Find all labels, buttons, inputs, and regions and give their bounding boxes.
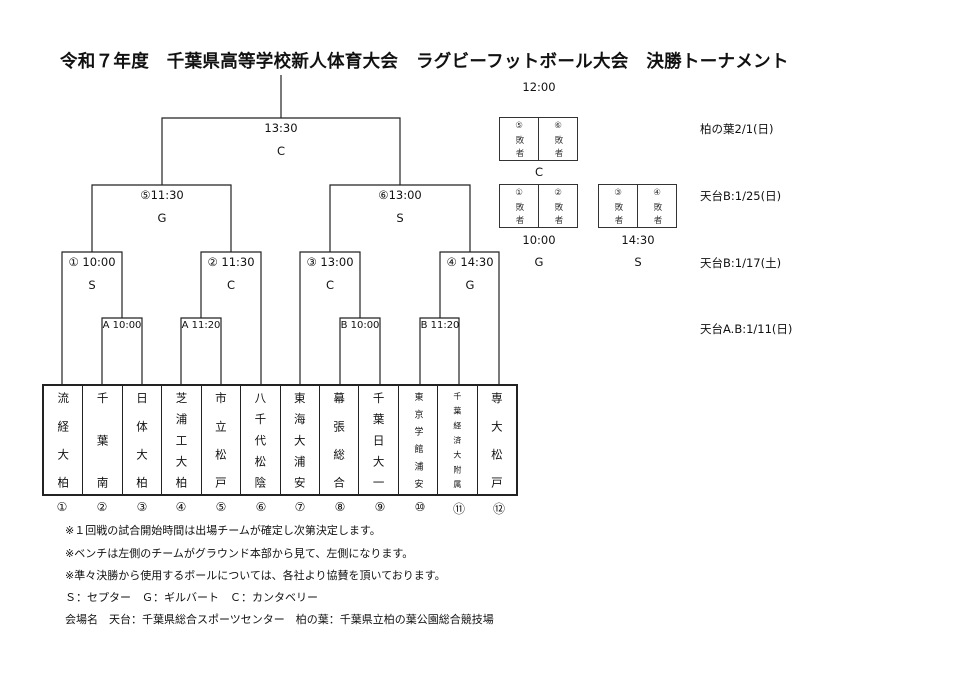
team-cell: 東京学館浦安 xyxy=(399,386,439,494)
qf-line-2 xyxy=(200,251,262,385)
date-label: 柏の葉2/1(日) xyxy=(700,122,774,136)
team-number: ⑧ xyxy=(334,500,346,514)
losers-match-56: ⑤敗者 ⑥敗者 xyxy=(499,117,578,161)
losers-56-ball: C xyxy=(534,165,544,179)
date-label: 天台B:1/25(日) xyxy=(700,189,782,203)
date-label: 天台A.B:1/11(日) xyxy=(700,322,793,336)
team-cell: 千葉南 xyxy=(83,386,123,494)
team-number: ② xyxy=(96,500,108,514)
losers-cell: ①敗者 xyxy=(500,185,539,227)
venue-legend: 会場名 天台：千葉県総合スポーツセンター 柏の葉：千葉県立柏の葉公園総合競技場 xyxy=(65,613,494,626)
team-name: 千葉南 xyxy=(95,392,110,488)
final-line xyxy=(161,75,401,185)
team-name: 東京学館浦安 xyxy=(412,392,423,488)
r1-line-b2 xyxy=(419,317,460,385)
note: ※１回戦の試合開始時間は出場チームが確定し次第決定します。 xyxy=(65,524,381,537)
team-name: 幕張総合 xyxy=(332,392,347,488)
semi-line-5 xyxy=(91,184,232,252)
team-number: ④ xyxy=(175,500,187,514)
semi-5-ball: G xyxy=(157,211,167,225)
qf-2-label: ② 11:30 xyxy=(207,255,255,269)
team-number: ⑩ xyxy=(414,500,426,514)
losers-cell: ③敗者 xyxy=(599,185,638,227)
note: ※ベンチは左側のチームがグラウンド本部から見て、左側になります。 xyxy=(65,547,414,560)
qf-4-label: ④ 14:30 xyxy=(446,255,494,269)
team-name: 専大松戸 xyxy=(489,392,504,488)
team-name: 千葉経済大附属 xyxy=(452,392,462,488)
qf-1-label: ① 10:00 xyxy=(68,255,116,269)
team-name: 八千代松陰 xyxy=(253,392,268,488)
losers-cell: ⑤敗者 xyxy=(500,118,539,160)
losers-cell: ④敗者 xyxy=(638,185,676,227)
page-title: 令和７年度 千葉県高等学校新人体育大会 ラグビーフットボール大会 決勝トーナメン… xyxy=(60,52,789,72)
losers-12-time: 10:00 xyxy=(522,233,556,247)
team-name: 芝浦工大柏 xyxy=(174,392,189,488)
date-label: 天台B:1/17(土) xyxy=(700,256,782,270)
team-cell: 専大松戸 xyxy=(478,386,516,494)
losers-cell-text: ②敗者 xyxy=(553,188,563,224)
losers-cell-text: ⑥敗者 xyxy=(553,121,563,157)
team-number: ③ xyxy=(136,500,148,514)
losers-cell-text: ④敗者 xyxy=(652,188,662,224)
losers-match-34: ③敗者 ④敗者 xyxy=(598,184,677,228)
r1-line-a2 xyxy=(180,317,222,385)
ball-legend: Ｓ：セプター Ｇ：ギルバート Ｃ：カンタベリー xyxy=(65,591,318,604)
team-name: 千葉日大一 xyxy=(371,392,386,488)
team-number: ⑥ xyxy=(255,500,267,514)
team-cell: 千葉日大一 xyxy=(359,386,399,494)
team-number: ① xyxy=(56,500,68,514)
qf-line-3 xyxy=(299,251,361,385)
team-number: ⑨ xyxy=(374,500,386,514)
team-name: 日体大柏 xyxy=(135,392,150,488)
qf-1-ball: S xyxy=(88,278,96,292)
team-name: 市立松戸 xyxy=(213,392,228,488)
semi-line-6 xyxy=(329,184,471,252)
qf-line-1 xyxy=(61,251,123,385)
team-cell: 芝浦工大柏 xyxy=(162,386,202,494)
team-name: 東海大浦安 xyxy=(292,392,307,488)
qf-4-ball: G xyxy=(465,278,475,292)
team-cell: 日体大柏 xyxy=(123,386,163,494)
team-cell: 八千代松陰 xyxy=(241,386,281,494)
losers-cell: ②敗者 xyxy=(539,185,577,227)
semi-6-ball: S xyxy=(396,211,404,225)
semi-5-label: ⑤11:30 xyxy=(140,188,184,202)
final-ball: C xyxy=(276,144,286,158)
losers-34-time: 14:30 xyxy=(621,233,655,247)
losers-match-12: ①敗者 ②敗者 xyxy=(499,184,578,228)
r1-a1-label: A 10:00 xyxy=(102,320,142,331)
r1-a2-label: A 11:20 xyxy=(181,320,221,331)
team-table: 流経大柏 千葉南 日体大柏 芝浦工大柏 市立松戸 八千代松陰 東海大浦安 幕張総… xyxy=(42,384,518,496)
semi-6-label: ⑥13:00 xyxy=(378,188,422,202)
losers-cell-text: ①敗者 xyxy=(514,188,524,224)
r1-b1-label: B 10:00 xyxy=(340,320,380,331)
team-number: ⑫ xyxy=(492,502,506,516)
losers-top-time: 12:00 xyxy=(522,80,556,94)
qf-line-4 xyxy=(439,251,500,385)
note: ※準々決勝から使用するボールについては、各社より協賛を頂いております。 xyxy=(65,569,446,582)
losers-cell-text: ⑤敗者 xyxy=(514,121,524,157)
losers-12-ball: G xyxy=(534,255,544,269)
final-time: 13:30 xyxy=(264,121,298,135)
team-name: 流経大柏 xyxy=(56,392,71,488)
team-cell: 流経大柏 xyxy=(44,386,84,494)
r1-line-a1 xyxy=(101,317,143,385)
r1-line-b1 xyxy=(339,317,381,385)
losers-34-ball: S xyxy=(634,255,642,269)
losers-cell-text: ③敗者 xyxy=(613,188,623,224)
team-number: ⑪ xyxy=(452,502,466,516)
team-number: ⑤ xyxy=(215,500,227,514)
qf-3-label: ③ 13:00 xyxy=(306,255,354,269)
qf-2-ball: C xyxy=(226,278,236,292)
team-cell: 千葉経済大附属 xyxy=(438,386,478,494)
r1-b2-label: B 11:20 xyxy=(420,320,460,331)
team-cell: 市立松戸 xyxy=(202,386,242,494)
losers-cell: ⑥敗者 xyxy=(539,118,577,160)
team-cell: 東海大浦安 xyxy=(281,386,320,494)
team-number: ⑦ xyxy=(294,500,306,514)
qf-3-ball: C xyxy=(325,278,335,292)
team-cell: 幕張総合 xyxy=(320,386,360,494)
